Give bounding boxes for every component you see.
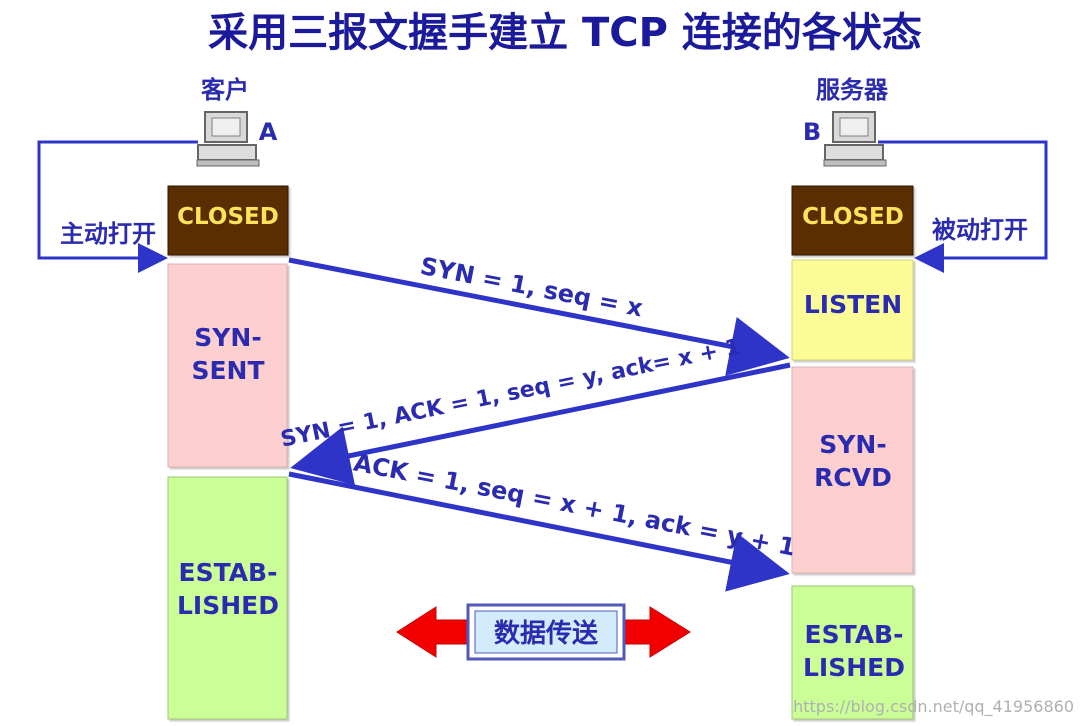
server-host-label: B — [803, 118, 821, 146]
client-computer-icon — [196, 111, 260, 167]
server-passive-open-arrow — [878, 140, 1048, 273]
client-host-label: A — [259, 118, 278, 146]
server-passive-open-label: 被动打开 — [932, 216, 1028, 244]
client-established-line-2: LISHED — [177, 591, 279, 620]
ack-message-arrow — [288, 471, 790, 592]
data-transfer-box: 数据传送 — [466, 603, 626, 661]
server-computer-icon — [823, 111, 887, 167]
client-closed-label: CLOSED — [177, 204, 279, 230]
client-active-open-arrow — [37, 140, 198, 273]
server-role-label: 服务器 — [816, 76, 889, 104]
client-established-line-1: ESTAB- — [179, 558, 278, 587]
page-title: 采用三报文握手建立 TCP 连接的各状态 — [208, 10, 922, 56]
client-role-label: 客户 — [201, 76, 249, 104]
client-syn-sent-state: SYN- SENT — [167, 263, 288, 468]
server-closed-state: CLOSED — [791, 185, 914, 256]
syn-message-arrow — [288, 257, 790, 376]
server-established-line-2: LISHED — [803, 653, 905, 682]
server-listen-label: LISTEN — [804, 290, 902, 319]
client-syn-sent-line-2: SENT — [191, 356, 264, 385]
data-transfer-label: 数据传送 — [494, 619, 598, 649]
client-syn-sent-line-1: SYN- — [194, 323, 261, 352]
client-active-open-label: 主动打开 — [60, 220, 156, 248]
server-syn-rcvd-line-1: SYN- — [819, 430, 886, 459]
server-syn-rcvd-state: SYN- RCVD — [791, 366, 914, 574]
server-established-line-1: ESTAB- — [805, 620, 904, 649]
server-closed-label: CLOSED — [802, 204, 904, 230]
client-closed-state: CLOSED — [167, 185, 289, 256]
server-listen-state: LISTEN — [791, 259, 914, 361]
syn-ack-message-arrow — [290, 362, 791, 486]
watermark-url: https://blog.csdn.net/qq_41956860 — [793, 697, 1074, 717]
server-established-state: ESTAB- LISHED — [791, 585, 914, 720]
client-established-state: ESTAB- LISHED — [167, 476, 288, 720]
server-syn-rcvd-line-2: RCVD — [814, 463, 892, 492]
